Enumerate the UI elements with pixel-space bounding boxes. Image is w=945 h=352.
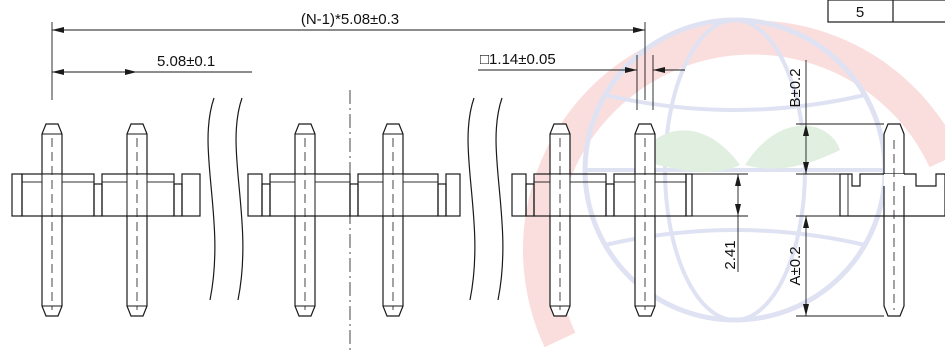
pin-5 [549,123,571,317]
side-view [839,123,945,317]
break-lines [207,97,504,301]
overall-pitch-label: (N-1)*5.08±0.3 [301,11,399,28]
upper-length-dimension: B±0.2 [787,60,884,175]
pin-square-dimension: □1.14±0.05 [478,51,685,110]
pin-2 [126,123,148,317]
pitch-dimension: 5.08±0.1 [52,53,252,75]
pin-4 [382,123,404,317]
front-view-pins [41,123,656,317]
body-height-label: 2.41 [722,240,739,269]
overall-pitch-dimension: (N-1)*5.08±0.3 [51,11,646,100]
pin-3 [294,123,316,317]
lower-length-dimension: A±0.2 [787,215,884,317]
pin-6 [634,123,656,317]
pin-1 [41,123,63,317]
table-fragment: 5 [827,0,945,23]
pitch-label: 5.08±0.1 [157,53,215,70]
body-height-dimension: 2.41 [692,173,748,272]
upper-length-label: B±0.2 [787,68,804,107]
table-cell: 5 [856,4,864,21]
lower-length-label: A±0.2 [787,246,804,285]
watermark-logo [523,17,945,348]
pin-square-label: □1.14±0.05 [480,51,556,68]
